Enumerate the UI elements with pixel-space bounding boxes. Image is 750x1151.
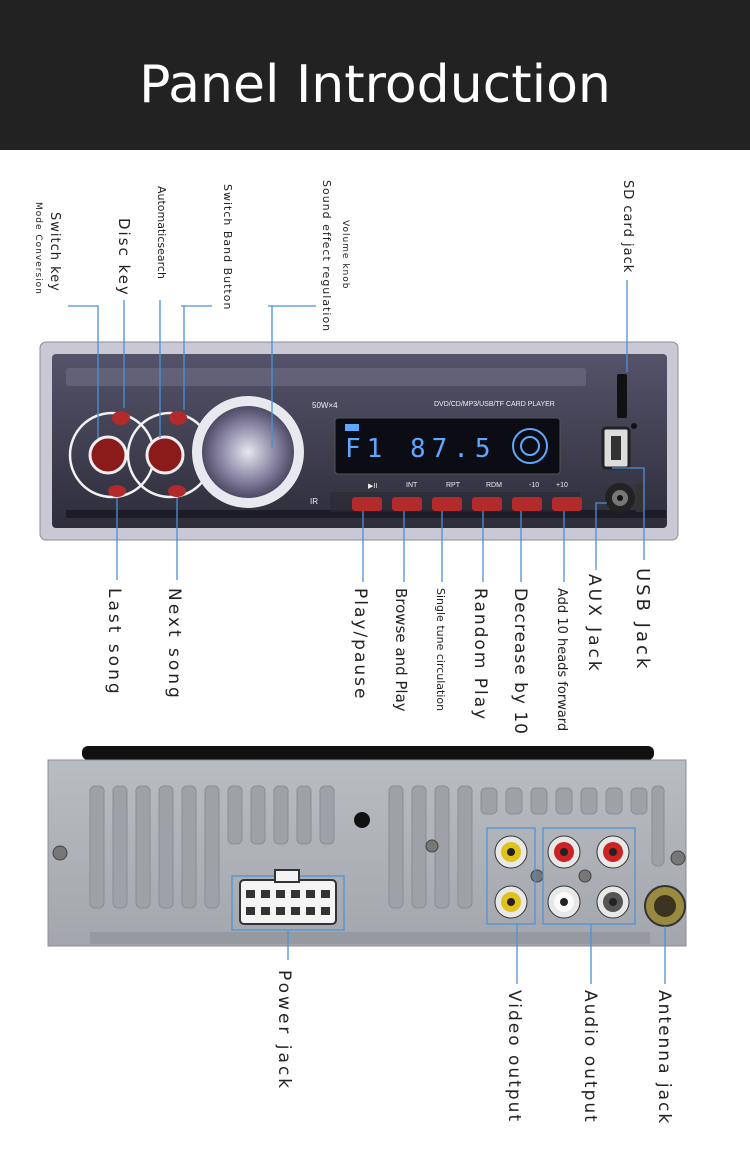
- label-switch-key: Switch key: [47, 212, 62, 292]
- label-video-output: Video output: [504, 990, 524, 1124]
- label-play-pause: Play/pause: [350, 588, 370, 701]
- video-output-jacks: [494, 835, 528, 919]
- int-button: [392, 497, 422, 511]
- minus10-button: [512, 497, 542, 511]
- label-audio-output: Audio output: [580, 990, 600, 1124]
- label-antenna-jack: Antenna jack: [654, 990, 674, 1126]
- label-sd-card: SD card jack: [620, 180, 635, 274]
- label-switch-band: Switch Band Button: [221, 184, 234, 311]
- last-song-button: [108, 485, 126, 497]
- btn-label-rpt: RPT: [446, 482, 460, 489]
- next-song-button: [168, 485, 186, 497]
- label-power-jack: Power jack: [274, 970, 294, 1092]
- label-sound-effect: Sound effect regulation: [320, 180, 333, 333]
- audio-output-jacks: [547, 835, 630, 919]
- label-random-play: Random Play: [470, 588, 490, 722]
- ir-label: IR: [310, 497, 318, 506]
- auto-search-button: [145, 435, 185, 475]
- rpt-button: [432, 497, 462, 511]
- label-last-song: Last song: [104, 588, 124, 697]
- player-type-label: DVD/CD/MP3/USB/TF CARD PLAYER: [434, 401, 555, 408]
- btn-label-plus10: +10: [556, 482, 568, 489]
- page-title: Panel Introduction: [139, 55, 611, 115]
- label-mode-conversion: Mode Conversion: [33, 202, 43, 295]
- play-pause-button: [352, 497, 382, 511]
- label-disc-key: Disc key: [115, 218, 133, 297]
- power-rating: 50W×4: [312, 401, 338, 410]
- volume-knob: [202, 406, 294, 498]
- btn-label-rdm: RDM: [486, 482, 502, 489]
- header-banner: Panel Introduction: [0, 0, 750, 150]
- btn-label-minus10: -10: [529, 482, 540, 489]
- label-aux-jack: AUX Jack: [584, 574, 604, 674]
- lcd-display: [334, 417, 561, 475]
- power-connector: [239, 879, 337, 925]
- label-browse-play: Browse and Play: [392, 588, 410, 712]
- label-next-song: Next song: [164, 588, 184, 701]
- btn-label-int: INT: [406, 482, 418, 489]
- switch-key-button: [88, 435, 128, 475]
- sd-card-slot: [617, 374, 627, 418]
- label-single-tune: Single tune circulation: [434, 588, 447, 712]
- label-usb-jack: USB Jack: [632, 568, 653, 672]
- label-volume-knob: Volume knob: [340, 220, 350, 290]
- label-automatic-search: Automaticsearch: [155, 186, 168, 279]
- rdm-button: [472, 497, 502, 511]
- disc-key-button: [112, 411, 130, 425]
- lcd-text: F1 87.5: [345, 434, 497, 464]
- btn-label-play: ▶II: [368, 483, 378, 490]
- label-decrease-10: Decrease by 10: [510, 588, 530, 735]
- switch-band-button: [169, 411, 187, 425]
- plus10-button: [552, 497, 582, 511]
- label-add-10: Add 10 heads forward: [554, 588, 569, 732]
